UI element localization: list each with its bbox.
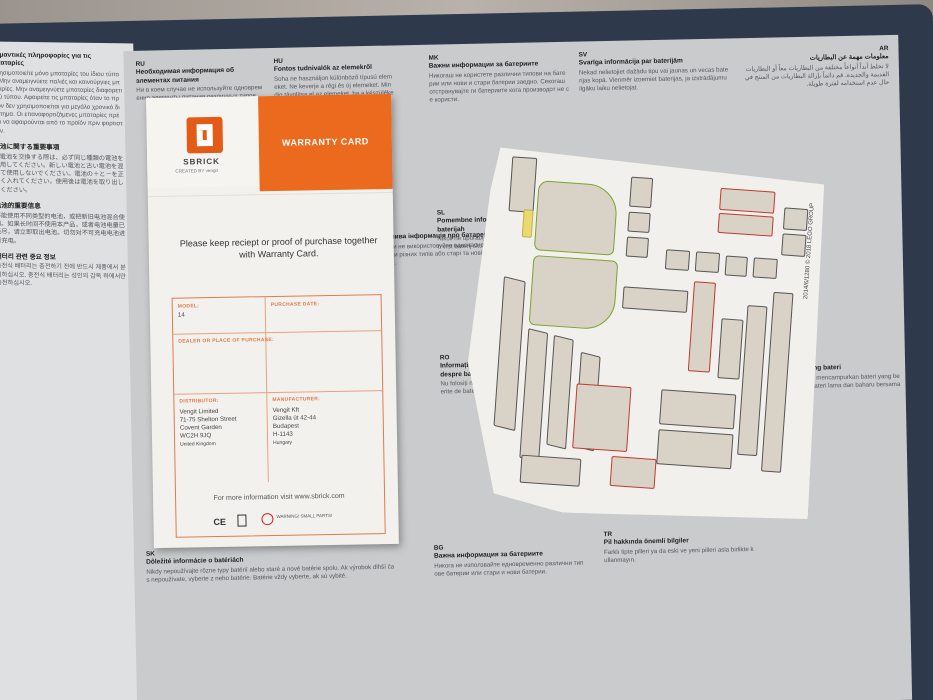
left-page-japanese-heading: 電池に関する重要事項 <box>0 143 60 152</box>
sticker <box>509 156 538 213</box>
left-page-text: Σημαντικές πληροφορίες για τις μπαταρίες… <box>0 52 135 694</box>
sticker <box>626 236 649 257</box>
sticker <box>546 335 573 450</box>
sticker <box>665 249 690 271</box>
brand-subtitle: CREATED BY vengit <box>175 167 218 174</box>
distributor-label: DISTRIBUTOR: <box>179 397 219 405</box>
ce-mark: CE <box>213 516 227 528</box>
brand-name: SBRICK <box>183 156 220 167</box>
sticker <box>656 429 733 469</box>
recycle-bin-icon <box>237 514 247 527</box>
sticker <box>718 213 774 237</box>
sticker <box>717 318 743 379</box>
manufacturer-address: Vengit Kft Gizella út 42-44 Budapest H-1… <box>272 406 317 447</box>
sticker <box>610 456 657 489</box>
sticker <box>659 389 736 429</box>
sticker <box>629 177 653 208</box>
dealer-label: DEALER OR PLACE OF PURCHASE: <box>178 336 275 345</box>
sbrick-logo-icon <box>186 116 224 154</box>
sticker <box>522 209 534 238</box>
section-bg: BG Важна информация за батериите Никога … <box>433 544 584 578</box>
purchase-date-label: PURCHASE DATE: <box>270 301 320 309</box>
manufacturer-label: MANUFACTURER: <box>272 396 321 404</box>
sticker <box>752 257 777 279</box>
sticker <box>494 276 526 431</box>
distributor-address: Vengit Limited 71-75 Shelton Street Cove… <box>179 407 237 448</box>
left-page-heading: Σημαντικές πληροφορίες για τις μπαταρίες <box>0 51 92 68</box>
sticker <box>534 180 619 255</box>
left-page-chinese-heading: 电池的重要信息 <box>0 202 41 211</box>
sticker <box>783 207 808 231</box>
sticker <box>725 255 748 276</box>
model-label: MODEL: <box>177 303 200 310</box>
model-value: 14 <box>177 311 185 319</box>
sticker <box>719 188 775 214</box>
section-tr: TR Pil hakkında önemli bilgiler Farklı t… <box>603 530 754 565</box>
sticker <box>519 328 548 463</box>
sticker <box>688 281 716 372</box>
warranty-title-block: WARRANTY CARD <box>258 93 393 192</box>
sticker <box>695 251 720 273</box>
card-message: Please keep reciept or proof of purchase… <box>179 235 378 260</box>
section-sk: SK Dôležité informácie o batériách Nikdy… <box>145 550 395 584</box>
warranty-card: SBRICK CREATED BY vengit WARRANTY CARD P… <box>146 93 399 549</box>
sticker-sheet: 2014/6/1280 © 2018 LEGO GROUP <box>458 146 832 530</box>
sticker <box>529 255 619 331</box>
sticker <box>781 233 806 257</box>
sticker <box>572 383 631 452</box>
card-title: WARRANTY CARD <box>281 136 369 148</box>
warning-text: WARNING! SMALL PARTS! <box>276 512 333 519</box>
sticker <box>622 286 688 312</box>
sticker <box>627 212 650 233</box>
sticker <box>520 455 582 487</box>
